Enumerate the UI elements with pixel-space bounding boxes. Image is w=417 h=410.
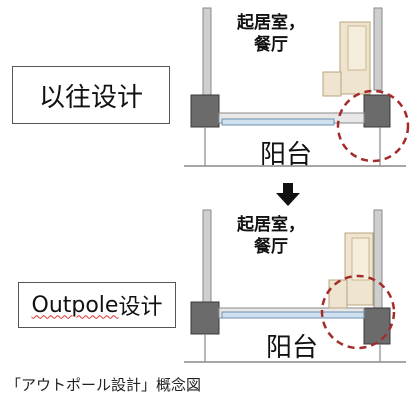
outpole-word: Outpole (31, 292, 119, 318)
bottom-room-label: 起居室， 餐厅 (225, 214, 317, 258)
top-right-column (363, 94, 391, 128)
top-room-label: 起居室， 餐厅 (225, 12, 317, 56)
bottom-left-column (190, 301, 220, 335)
top-right-wall (373, 7, 383, 91)
sofa-icon (322, 21, 371, 97)
top-room-line2: 餐厅 (254, 35, 288, 55)
top-balcony-label: 阳台 (260, 140, 313, 170)
top-room-line1: 起居室， (237, 13, 305, 33)
bottom-design-label-suffix: 设计 (118, 295, 163, 320)
caption: 「アウトポール設計」概念図 (6, 376, 202, 394)
top-left-column (190, 94, 220, 128)
top-left-wall (202, 7, 212, 99)
bottom-room-line2: 餐厅 (254, 237, 288, 257)
bottom-highlight-circle (320, 274, 396, 350)
bottom-room-line1: 起居室， (237, 215, 305, 235)
bottom-left-wall (202, 209, 212, 303)
sofa-icon (328, 232, 374, 309)
bottom-floorplan (184, 209, 406, 363)
bottom-window (221, 311, 365, 319)
bottom-right-wall (373, 209, 383, 311)
top-window (221, 118, 335, 126)
arrow-down-icon (276, 183, 300, 206)
top-floorplan (184, 7, 410, 167)
top-design-label-text: 以往设计 (38, 82, 143, 113)
bottom-right-column (363, 307, 391, 345)
top-design-label: 以往设计 (12, 66, 170, 124)
bottom-balcony-label: 阳台 (266, 333, 319, 363)
top-highlight-circle (336, 89, 410, 163)
